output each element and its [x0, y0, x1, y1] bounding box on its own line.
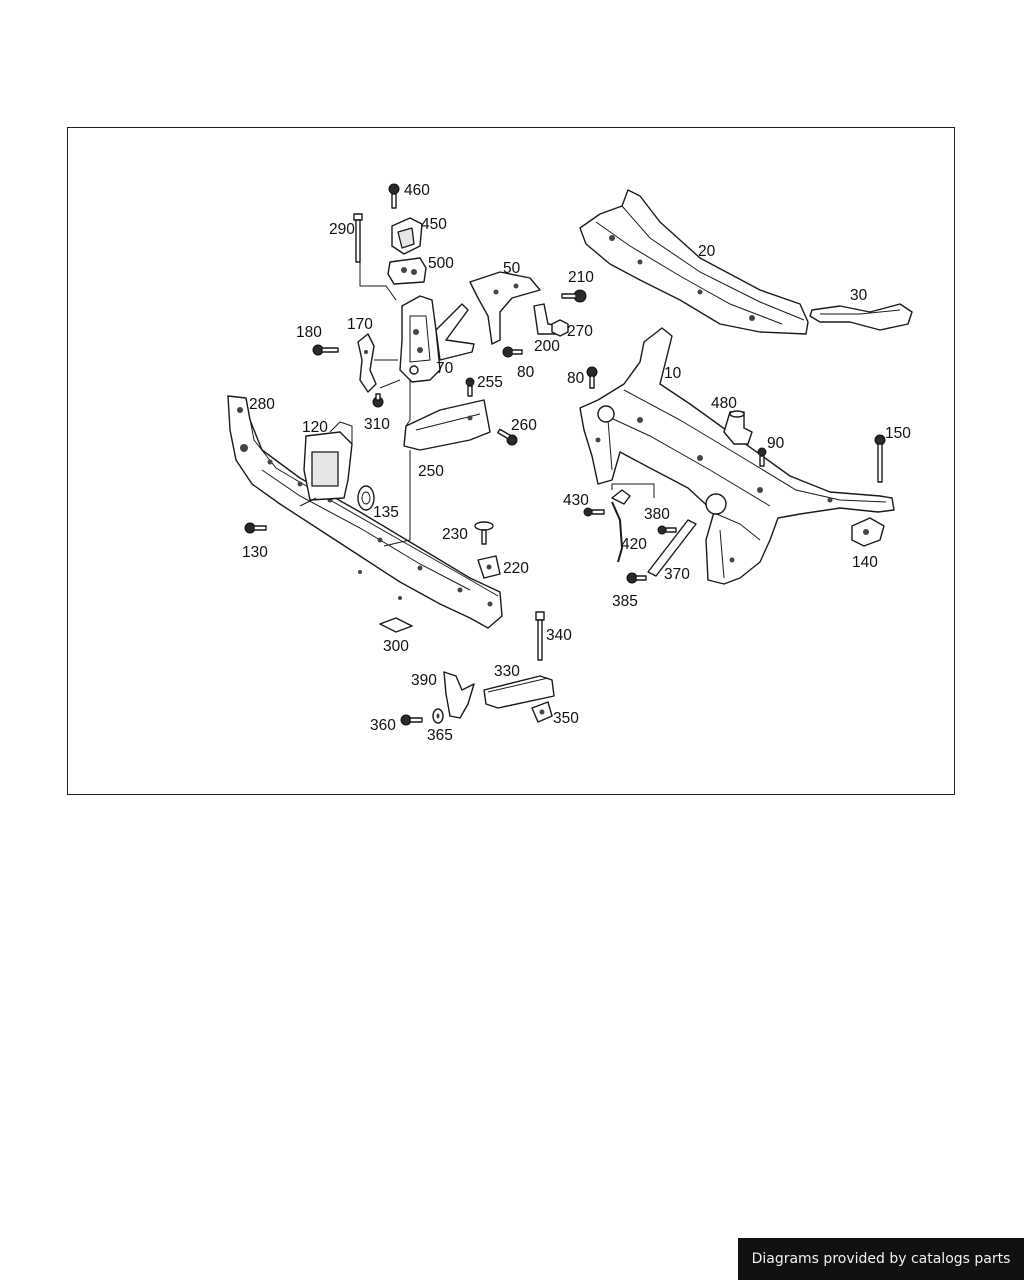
callout-label: 255 [477, 374, 503, 391]
sensor-480-part [723, 410, 753, 445]
screw-90-part [757, 447, 767, 467]
callout-label: 135 [373, 504, 399, 521]
nut-270-part [551, 319, 569, 337]
bolt-80-part [502, 346, 523, 358]
bolt-360-part [400, 714, 423, 726]
bolt-80b-part [586, 366, 598, 389]
callout-label: 80 [567, 370, 585, 387]
mount-350-part [531, 701, 553, 723]
callout-label: 220 [503, 560, 529, 577]
tube-330-part [483, 675, 555, 709]
callout-label: 385 [612, 593, 638, 610]
callout-label: 480 [711, 395, 737, 412]
callout-label: 370 [664, 566, 690, 583]
bracket-120-part [303, 421, 353, 501]
callout-label: 340 [546, 627, 572, 644]
callout-label: 290 [329, 221, 355, 238]
washer-365-part [432, 708, 444, 724]
bolt-180-part [312, 344, 339, 356]
bracket-220-part [477, 555, 501, 579]
callout-label: 70 [436, 360, 454, 377]
callout-label: 310 [364, 416, 390, 433]
callout-label: 380 [644, 506, 670, 523]
upper-cross-member-part [579, 189, 809, 335]
callout-label: 350 [553, 710, 579, 727]
callout-label: 10 [664, 365, 682, 382]
screw-230-part [474, 521, 494, 545]
callout-label: 260 [511, 417, 537, 434]
bolt-290-part [353, 213, 363, 263]
rod-370-part [647, 519, 697, 577]
bracket-500-part [387, 257, 427, 285]
callout-label: 140 [852, 554, 878, 571]
screw-380b-part [657, 525, 677, 535]
callout-label: 30 [850, 287, 868, 304]
callout-label: 50 [503, 260, 521, 277]
hinge-170-part [357, 333, 377, 393]
callout-label: 90 [767, 435, 785, 452]
callout-label: 460 [404, 182, 430, 199]
lock-carrier-70-part [399, 295, 475, 383]
screw-255-part [465, 377, 475, 397]
bolt-260-part [497, 428, 518, 446]
callout-label: 430 [563, 492, 589, 509]
callout-label: 80 [517, 364, 535, 381]
bolt-460-part [388, 183, 400, 209]
callout-labels: 460 450 290 500 50 210 20 30 180 170 270… [242, 182, 911, 744]
callout-label: 500 [428, 255, 454, 272]
callout-label: 250 [418, 463, 444, 480]
callout-label: 300 [383, 638, 409, 655]
callout-label: 200 [534, 338, 560, 355]
callout-label: 130 [242, 544, 268, 561]
callout-label: 390 [411, 672, 437, 689]
lock-450-part [391, 217, 423, 255]
screw-210-part [561, 289, 587, 303]
callout-label: 270 [567, 323, 593, 340]
callout-label: 280 [249, 396, 275, 413]
callout-label: 230 [442, 526, 468, 543]
callout-label: 20 [698, 243, 716, 260]
callout-label: 120 [302, 419, 328, 436]
bracket-50-part [469, 271, 541, 345]
spacer-135-part [357, 485, 375, 511]
bracket-140-part [851, 517, 885, 547]
callout-label: 360 [370, 717, 396, 734]
callout-label: 365 [427, 727, 453, 744]
screw-385-part [626, 572, 647, 584]
front-end-carrier-part [579, 327, 895, 585]
callout-label: 450 [421, 216, 447, 233]
credit-badge: Diagrams provided by catalogs parts [738, 1238, 1024, 1280]
callout-label: 170 [347, 316, 373, 333]
bolt-310-part [372, 393, 384, 408]
bolt-130-part [244, 522, 267, 534]
bolt-150-part [874, 434, 886, 483]
pipe-420-part [611, 501, 624, 563]
bracket-30-part [809, 303, 913, 331]
callout-label: 180 [296, 324, 322, 341]
callout-label: 150 [885, 425, 911, 442]
screw-430-part [583, 507, 605, 517]
bracket-300-part [379, 617, 413, 633]
bracket-390-part [443, 671, 475, 719]
bolt-340-part [535, 611, 545, 661]
callout-label: 330 [494, 663, 520, 680]
callout-label: 420 [621, 536, 647, 553]
clip-380-part [611, 489, 631, 505]
callout-label: 210 [568, 269, 594, 286]
plate-250-part [403, 399, 491, 451]
leader-lines [299, 262, 655, 547]
credit-text: Diagrams provided by catalogs parts [751, 1251, 1011, 1267]
